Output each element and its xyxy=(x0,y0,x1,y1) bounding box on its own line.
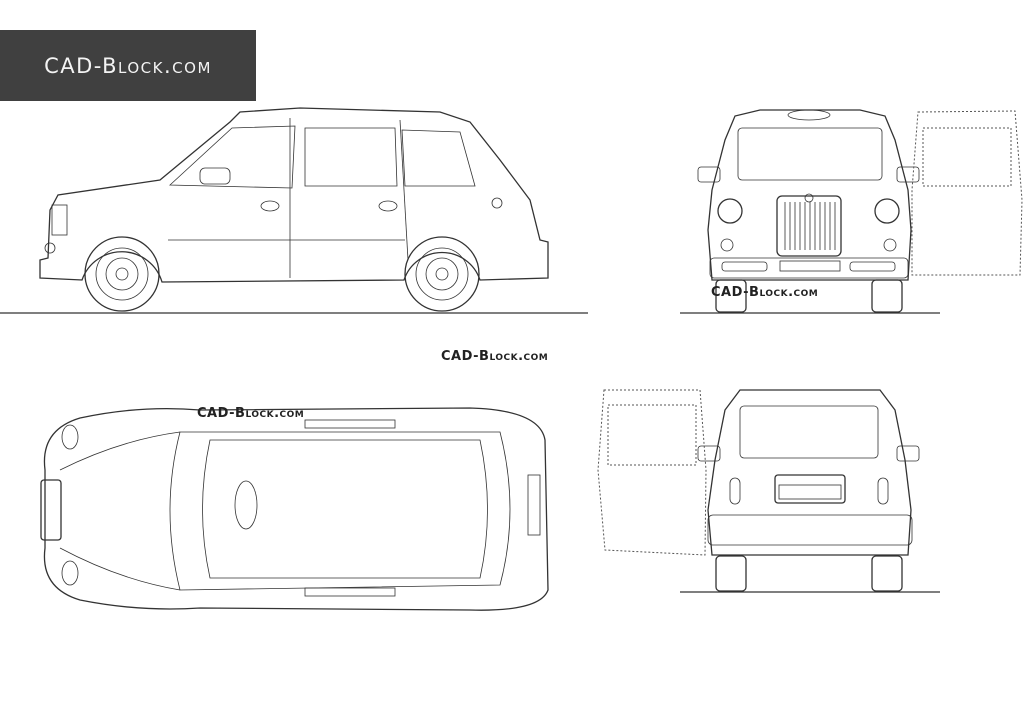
rear-wheel xyxy=(404,236,480,312)
body-outline xyxy=(43,407,549,611)
number-plate xyxy=(779,260,841,272)
rear-window xyxy=(401,129,476,187)
tire-left xyxy=(715,279,747,313)
windshield xyxy=(737,127,883,181)
front-wheel xyxy=(84,236,160,312)
body-outline xyxy=(707,389,912,556)
front-window xyxy=(169,125,296,189)
body-outline xyxy=(707,109,912,281)
grille xyxy=(776,195,842,257)
side-mirror xyxy=(199,167,231,185)
mirror-left xyxy=(697,166,721,183)
front-view: CAD-Block.com xyxy=(680,109,1023,314)
open-door-dotted xyxy=(911,110,1023,276)
tire-right xyxy=(871,555,903,592)
rear-window xyxy=(739,405,879,459)
roof-light xyxy=(787,109,831,121)
side-view xyxy=(0,107,588,314)
cabin-outline xyxy=(169,431,511,591)
headlight xyxy=(51,204,68,236)
rear-bumper xyxy=(707,514,913,546)
middle-window xyxy=(304,127,398,187)
tire-right xyxy=(871,279,903,313)
tail-light xyxy=(729,477,741,505)
watermark: CAD-Block.com xyxy=(197,406,304,421)
top-view: CAD-Block.com xyxy=(40,406,549,611)
tail-light xyxy=(877,477,889,505)
roof-sign xyxy=(234,480,258,530)
front-bumper xyxy=(709,257,909,279)
number-plate xyxy=(778,484,842,500)
mirror-right xyxy=(896,166,920,183)
boot-lid xyxy=(774,474,846,504)
watermark: CAD-Block.com xyxy=(711,285,818,300)
rear-view xyxy=(597,389,940,593)
tire-left xyxy=(715,555,747,592)
door-handle xyxy=(260,200,280,212)
watermark: CAD-Block.com xyxy=(441,349,548,364)
cad-block-logo[interactable]: CAD-Block.com xyxy=(0,30,256,101)
headlight-left xyxy=(717,198,743,224)
door-handle xyxy=(378,200,398,212)
open-door-dotted xyxy=(597,389,707,556)
body-outline xyxy=(39,107,549,283)
grille xyxy=(40,479,62,541)
roof xyxy=(202,439,488,579)
headlight-right xyxy=(874,198,900,224)
